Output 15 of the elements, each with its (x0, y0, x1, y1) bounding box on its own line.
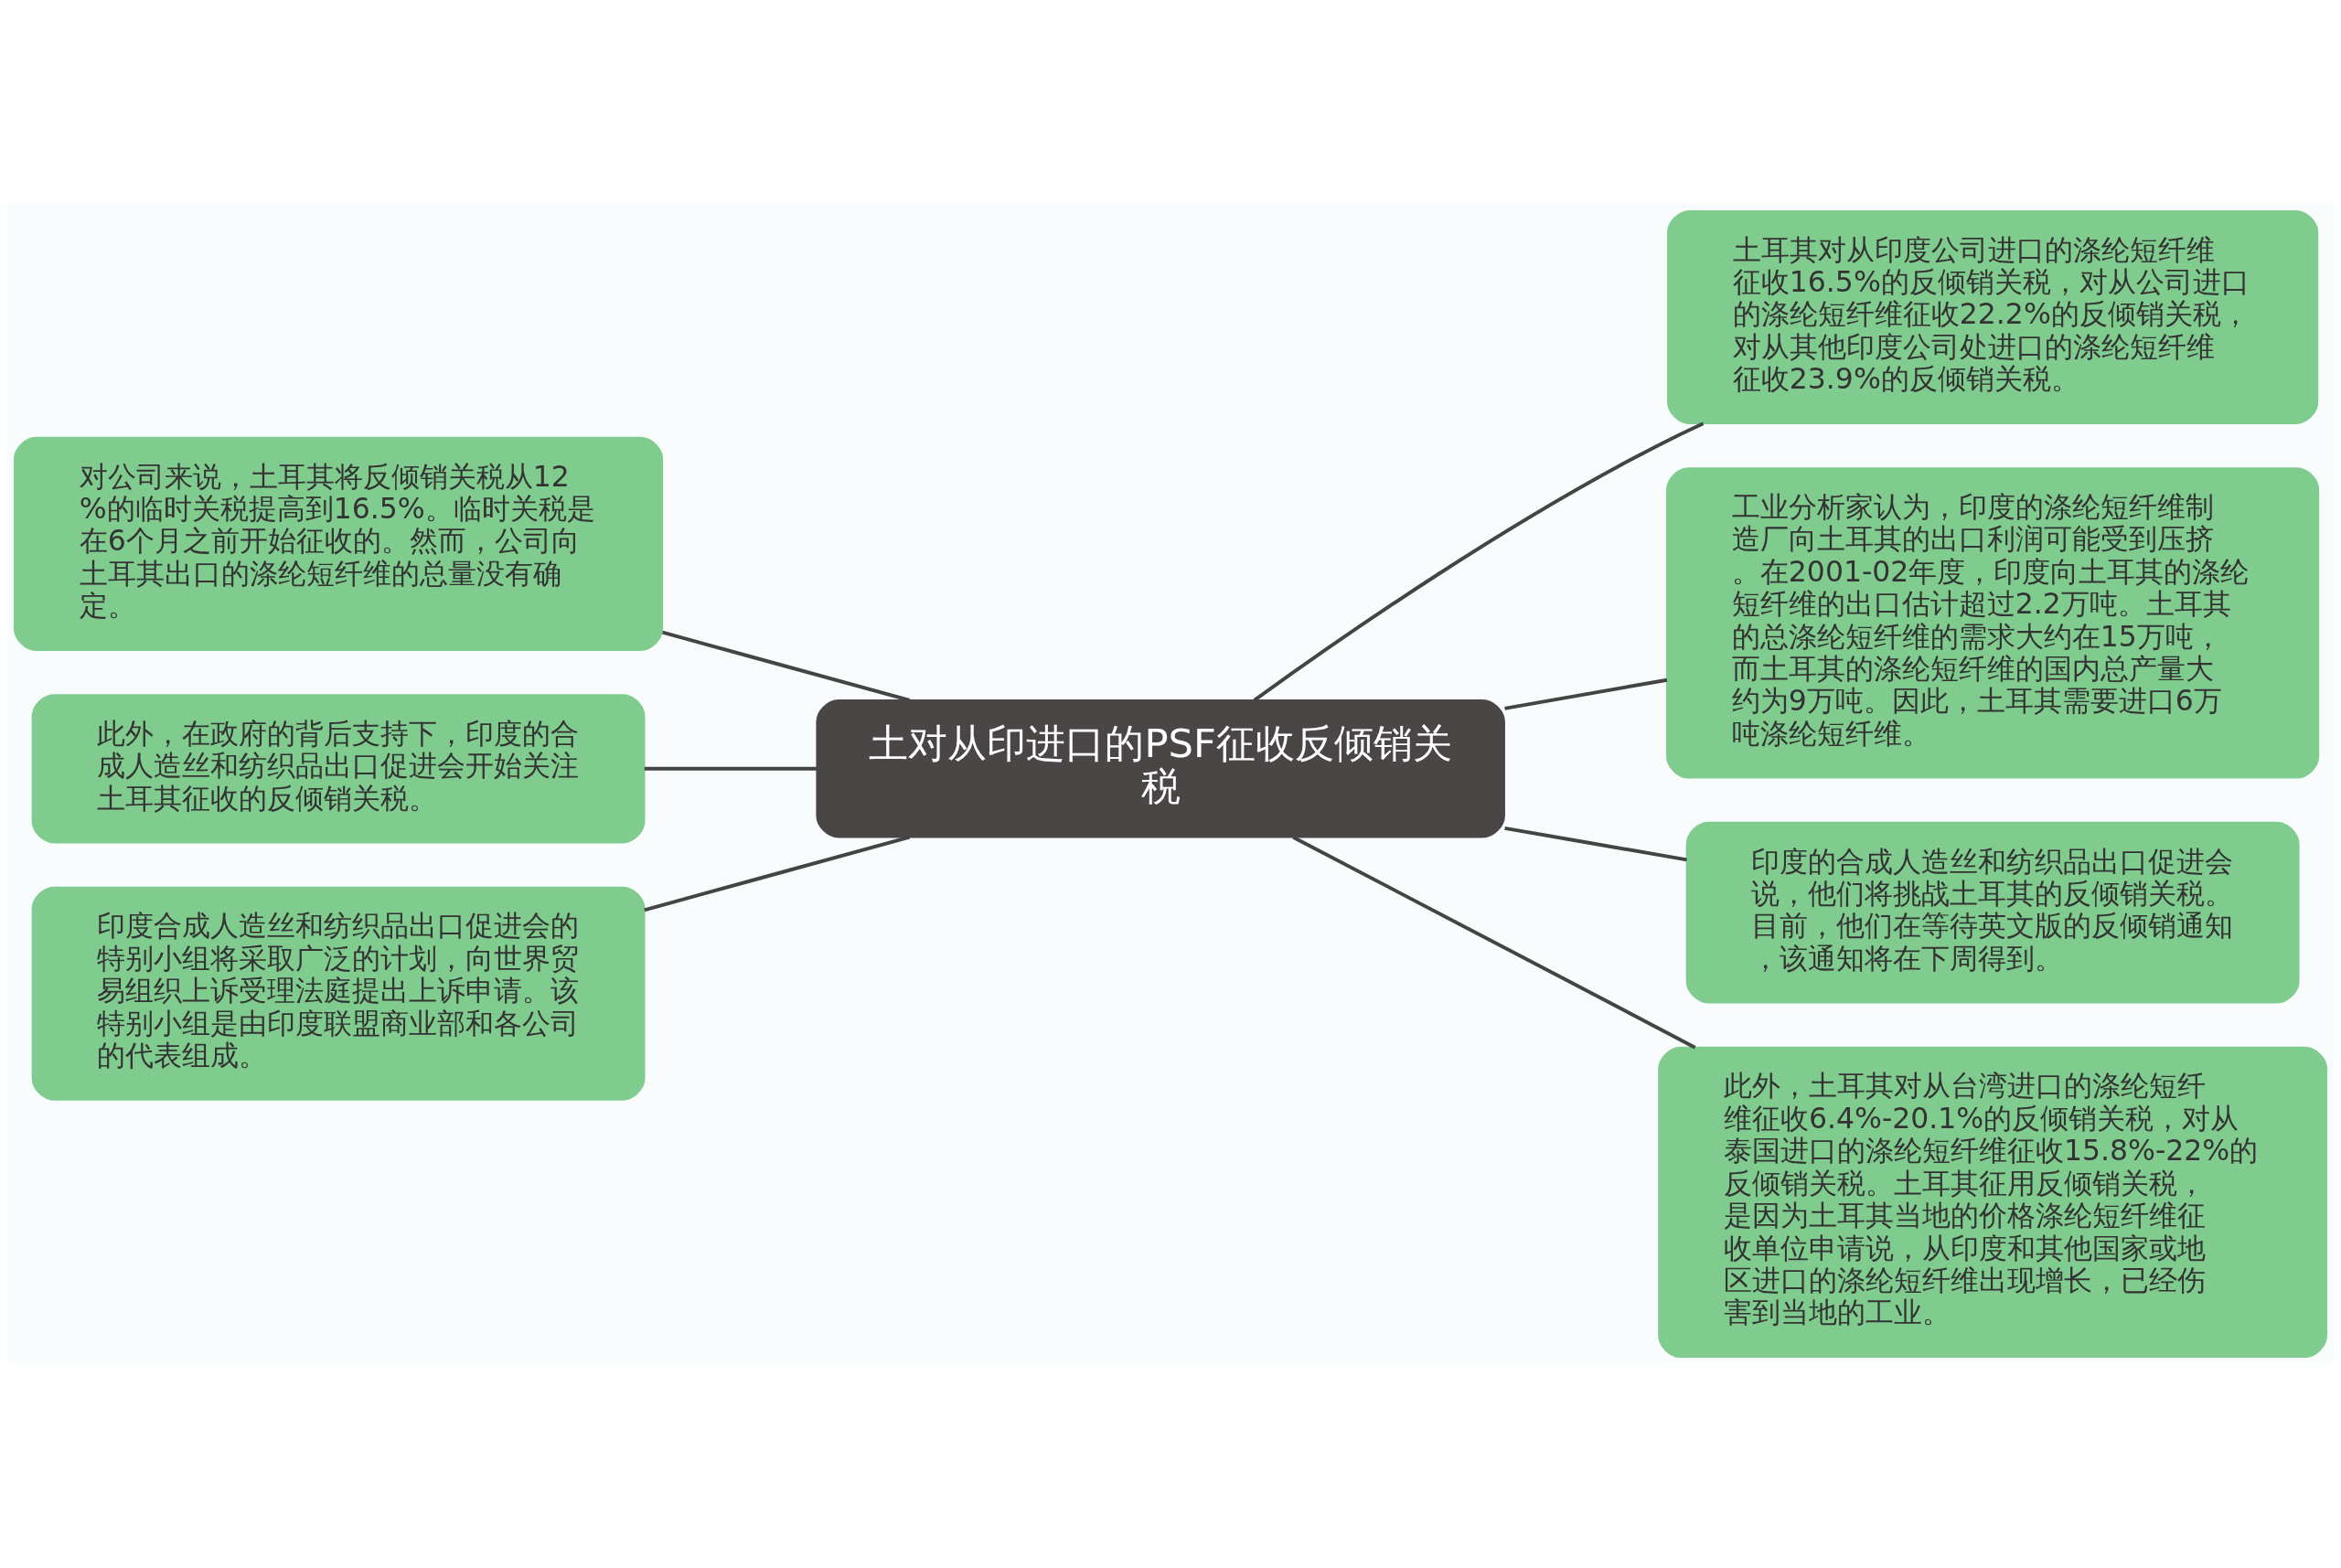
connector (1504, 826, 1687, 862)
node-box: 此外，土耳其对从台湾进口的涤纶短纤维征收6.4%-20.1%的反倾销关税，对从泰国进口的涤纶短纤维征收15.8%-22%的反倾销关税。土耳其征用反倾销关税，是因为土耳其当地的价格涤纶短纤维征收单位申请说，从印度和其他国家或地区进口的涤纶短纤维出现增长，已经伤害到当地的工业。 (1658, 1046, 2328, 1359)
node-box: 印度合成人造丝和纺织品出口促进会的特别小组将采取广泛的计划，向世界贸易组织上诉受理法庭提出上诉申请。该特别小组是由印度联盟商业部和各公司的代表组成。 (31, 886, 646, 1101)
node-box: 土耳其对从印度公司进口的涤纶短纤维征收16.5%的反倾销关税，对从公司进口的涤纶短纤维征收22.2%的反倾销关税，对从其他印度公司处进口的涤纶短纤维征收23.9%的反倾销关税。 (1667, 209, 2319, 424)
connector (662, 630, 911, 702)
node-box: 工业分析家认为，印度的涤纶短纤维制造厂向土耳其的出口利润可能受到压挤。在2001-02年度，印度向土耳其的涤纶短纤维的出口估计超过2.2万吨。土耳其的总涤纶短纤维的需求大约在15万吨，而土耳其的涤纶短纤维的国内总产量大约为9万吨。因此，土耳其需要进口6万吨涤纶短纤维。 (1666, 467, 2320, 779)
node-box: 此外，在政府的背后支持下，印度的合成人造丝和纺织品出口促进会开始关注土耳其征收的反倾销关税。 (31, 694, 646, 844)
connector (1292, 835, 1696, 1050)
node-box: 土对从印进口的PSF征收反倾销关税 (816, 699, 1505, 838)
connector (644, 835, 911, 912)
connector (1253, 421, 1705, 702)
connector (644, 766, 818, 771)
node-box: 对公司来说，土耳其将反倾销关税从12%的临时关税提高到16.5%。临时关税是在6个月之前开始征收的。然而，公司向土耳其出口的涤纶短纤维的总量没有确定。 (13, 436, 664, 651)
connector (1504, 677, 1668, 710)
node-box: 印度的合成人造丝和纺织品出口促进会说，他们将挑战土耳其的反倾销关税。目前，他们在等待英文版的反倾销通知，该通知将在下周得到。 (1685, 821, 2300, 1004)
